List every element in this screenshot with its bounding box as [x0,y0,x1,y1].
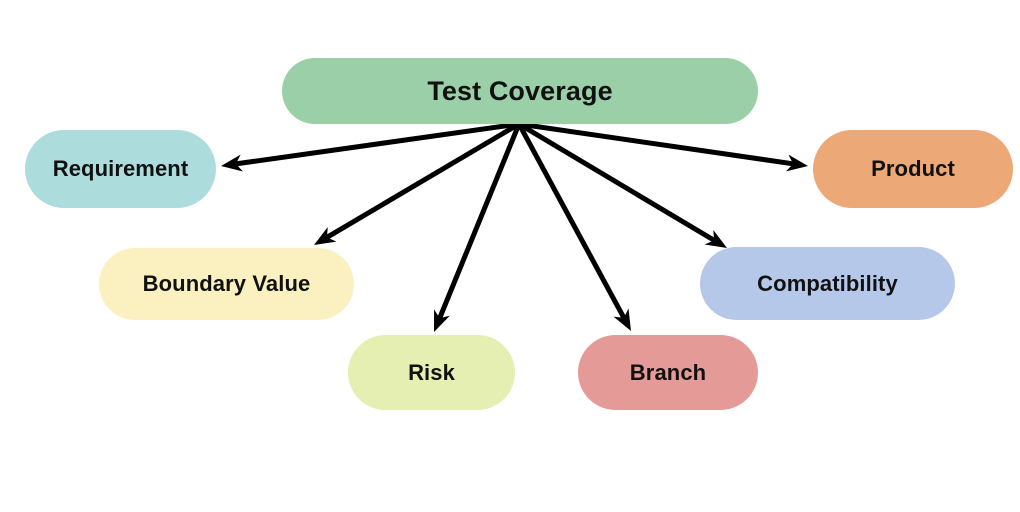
node-requirement[interactable]: Requirement [25,130,216,208]
edge-line-boundary-value [325,121,521,240]
node-label-product: Product [871,156,955,181]
node-boundary-value[interactable]: Boundary Value [99,248,354,320]
node-label-risk: Risk [408,359,455,385]
arrowhead-requirement [221,154,243,172]
node-label-boundary-value: Boundary Value [142,271,311,296]
node-risk[interactable]: Risk [348,335,515,410]
edge-line-product [518,121,794,167]
edge-line-compatibility [517,121,716,243]
edge-line-risk [437,123,522,319]
arrowhead-risk [434,309,450,332]
edge-line-requirement [235,121,520,167]
node-test-coverage[interactable]: Test Coverage [282,58,758,124]
arrowhead-product [785,154,808,172]
edge-line-branch [516,122,627,319]
node-compatibility[interactable]: Compatibility [700,247,955,320]
node-label-compatibility: Compatibility [757,270,898,296]
node-branch[interactable]: Branch [578,335,758,410]
arrowhead-branch [613,308,631,331]
node-label-branch: Branch [629,359,707,385]
node-label-requirement: Requirement [52,156,189,181]
arrowhead-boundary-value [314,227,337,245]
node-label-test-coverage: Test Coverage [427,75,613,106]
arrowhead-compatibility [704,229,727,248]
node-product[interactable]: Product [813,130,1013,208]
